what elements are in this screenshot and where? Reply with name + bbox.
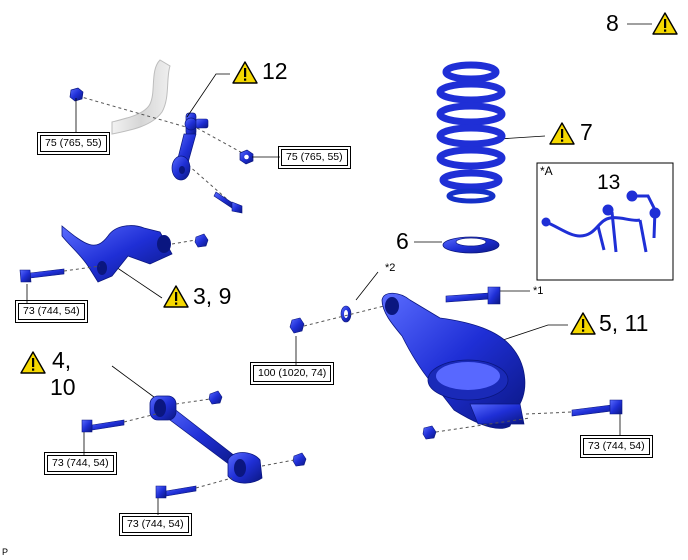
callout-6: 6: [396, 228, 409, 254]
torque-spec-box: 75 (765, 55): [278, 146, 351, 169]
nut-rod-upper: [208, 390, 223, 405]
torque-spec-box: 73 (744, 54): [44, 452, 117, 475]
caution-icon: [163, 285, 189, 308]
bolt-arm-lower: [571, 399, 623, 417]
callout-13: 13: [597, 171, 621, 194]
page-mark: P: [2, 547, 9, 557]
spring-seat-part: [442, 236, 500, 254]
callout-8: 8: [606, 10, 619, 36]
ref-star-1: *1: [533, 285, 544, 297]
caution-icon: [232, 61, 258, 84]
nut-bracket: [194, 233, 209, 248]
bolt-link-lower: [213, 191, 243, 214]
bolt-rod-lower: [155, 485, 197, 499]
nut-link: [239, 149, 254, 165]
stabilizer-bar-ghost: [111, 59, 171, 135]
torque-spec-box: 73 (744, 54): [580, 435, 653, 458]
callout-5-11: 5, 11: [599, 310, 649, 336]
ref-star-a: *A: [540, 164, 553, 178]
callout-4-10-line2: 10: [50, 374, 76, 400]
callout-4-10-line1: 4,: [52, 347, 72, 373]
nut-arm-lower: [422, 425, 437, 440]
caution-icon: [570, 312, 596, 335]
callout-7: 7: [580, 119, 593, 145]
parking-brake-cable-part: [541, 190, 661, 253]
lateral-rod-part: [149, 395, 263, 484]
caution-icon: [20, 351, 46, 374]
nut-rod-lower: [292, 452, 307, 467]
rear-arm-bracket-part: [61, 225, 173, 283]
bolt-bracket: [19, 268, 65, 283]
washer-part: [340, 305, 352, 323]
callout-12: 12: [262, 58, 288, 84]
bolt-rod-left: [81, 419, 125, 433]
lower-control-arm-part: [381, 292, 526, 429]
callout-3-9: 3, 9: [193, 283, 232, 309]
torque-spec-box: 75 (765, 55): [37, 132, 110, 155]
torque-spec-box: 73 (744, 54): [119, 513, 192, 536]
inset-box: [536, 162, 674, 281]
torque-spec-box: 73 (744, 54): [15, 300, 88, 323]
coil-spring-part: [436, 61, 506, 204]
torque-spec-box: 100 (1020, 74): [249, 362, 335, 385]
caution-icon: [549, 122, 575, 145]
ref-star-2: *2: [385, 262, 396, 274]
caution-icon: [652, 12, 678, 35]
nut-top-left: [69, 87, 84, 102]
dash-line: [77, 95, 187, 128]
stabilizer-link-part: [171, 112, 209, 181]
nut-arm-left: [289, 317, 305, 334]
bolt-arm-upper: [445, 286, 501, 305]
